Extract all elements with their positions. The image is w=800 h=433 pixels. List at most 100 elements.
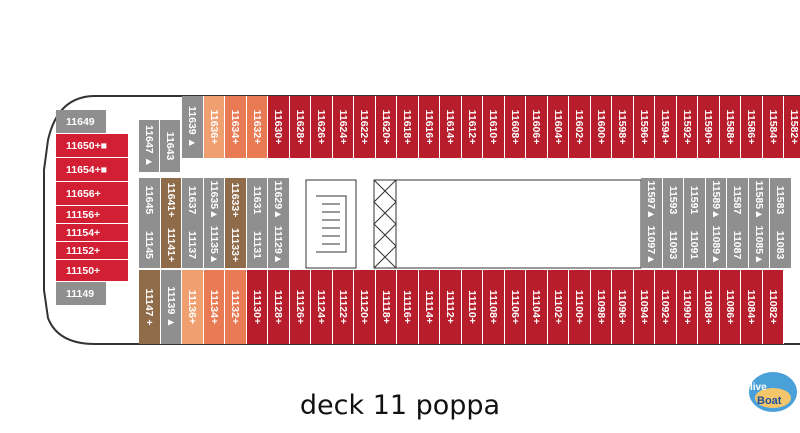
cabin[interactable]: 11647 ▲ <box>139 120 160 172</box>
cabin[interactable]: 11104+ <box>526 270 548 344</box>
cabin[interactable]: 11102+ <box>547 270 569 344</box>
cabin[interactable]: 11614+ <box>440 96 462 158</box>
cabin[interactable]: 11129▲ <box>268 222 290 268</box>
stern-cabin[interactable]: 11649 <box>56 110 106 134</box>
cabin[interactable]: 11582+ <box>784 96 800 158</box>
cabin[interactable]: 11643 <box>160 120 181 172</box>
cabin[interactable]: 11639 ▲ <box>182 96 204 158</box>
cabin[interactable]: 11094+ <box>633 270 655 344</box>
cabin[interactable]: 11092+ <box>655 270 677 344</box>
cabin[interactable]: 11133+ <box>225 222 247 268</box>
stern-cabin[interactable]: 11154+ <box>56 224 128 242</box>
cabin[interactable]: 11592+ <box>676 96 698 158</box>
cabin[interactable]: 11630+ <box>268 96 290 158</box>
cabin[interactable]: 11112+ <box>440 270 462 344</box>
cabin[interactable]: 11584+ <box>762 96 784 158</box>
cabin[interactable]: 11082+ <box>762 270 784 344</box>
cabin[interactable]: 11612+ <box>461 96 483 158</box>
cabin[interactable]: 11130+ <box>246 270 268 344</box>
stern-cabin[interactable]: 11149 <box>56 282 106 306</box>
cabin[interactable]: 11089▲ <box>705 222 727 268</box>
cabin[interactable]: 11591 <box>684 178 706 222</box>
cabin[interactable]: 11590+ <box>698 96 720 158</box>
cabin[interactable]: 11087 <box>727 222 749 268</box>
cabin[interactable]: 11093 <box>662 222 684 268</box>
cabin[interactable]: 11120+ <box>354 270 376 344</box>
cabin[interactable]: 11635▲ <box>203 178 225 222</box>
cabin[interactable]: 11132+ <box>225 270 247 344</box>
cabin[interactable]: 11586+ <box>741 96 763 158</box>
cabin[interactable]: 11126+ <box>289 270 311 344</box>
cabin[interactable]: 11606+ <box>526 96 548 158</box>
cabin[interactable]: 11135▲ <box>203 222 225 268</box>
cabin[interactable]: 11134+ <box>203 270 225 344</box>
cabin[interactable]: 11629▲ <box>268 178 290 222</box>
cabin[interactable]: 11634+ <box>225 96 247 158</box>
cabin[interactable]: 11618+ <box>397 96 419 158</box>
cabin-number: 11131 <box>250 230 263 260</box>
cabin[interactable]: 11589▲ <box>705 178 727 222</box>
stern-cabin[interactable]: 11654+■ <box>56 158 128 182</box>
cabin[interactable]: 11098+ <box>590 270 612 344</box>
cabin[interactable]: 11641+ <box>160 178 182 222</box>
cabin[interactable]: 11631 <box>246 178 268 222</box>
stern-cabin[interactable]: 11152+ <box>56 242 128 260</box>
stern-cabin[interactable]: 11656+ <box>56 182 128 206</box>
cabin[interactable]: 11620+ <box>375 96 397 158</box>
cabin[interactable]: 11110+ <box>461 270 483 344</box>
cabin[interactable]: 11083 <box>770 222 792 268</box>
cabin[interactable]: 11131 <box>246 222 268 268</box>
cabin[interactable]: 11145 <box>139 222 161 268</box>
cabin[interactable]: 11122+ <box>332 270 354 344</box>
cabin[interactable]: 11602+ <box>569 96 591 158</box>
cabin[interactable]: 11118+ <box>375 270 397 344</box>
cabin[interactable]: 11597▲ <box>641 178 663 222</box>
cabin[interactable]: 11622+ <box>354 96 376 158</box>
cabin[interactable]: 11628+ <box>289 96 311 158</box>
cabin[interactable]: 11091 <box>684 222 706 268</box>
cabin[interactable]: 11096+ <box>612 270 634 344</box>
cabin[interactable]: 11596+ <box>633 96 655 158</box>
cabin[interactable]: 11116+ <box>397 270 419 344</box>
cabin[interactable]: 11636+ <box>203 96 225 158</box>
cabin[interactable]: 11633+ <box>225 178 247 222</box>
cabin[interactable]: 11583 <box>770 178 792 222</box>
cabin[interactable]: 11593 <box>662 178 684 222</box>
cabin[interactable]: 11114+ <box>418 270 440 344</box>
stern-cabin[interactable]: 11156+ <box>56 206 128 224</box>
cabin[interactable]: 11587 <box>727 178 749 222</box>
stern-cabin[interactable]: 11150+ <box>56 260 128 282</box>
cabin[interactable]: 11124+ <box>311 270 333 344</box>
cabin[interactable]: 11624+ <box>332 96 354 158</box>
cabin[interactable]: 11090+ <box>676 270 698 344</box>
cabin[interactable]: 11594+ <box>655 96 677 158</box>
cabin[interactable]: 11084+ <box>741 270 763 344</box>
cabin[interactable]: 11616+ <box>418 96 440 158</box>
cabin[interactable]: 11645 <box>139 178 161 222</box>
cabin[interactable]: 11147 + <box>139 270 161 344</box>
cabin[interactable]: 11085▲ <box>748 222 770 268</box>
cabin[interactable]: 11136+ <box>182 270 204 344</box>
cabin[interactable]: 11088+ <box>698 270 720 344</box>
cabin[interactable]: 11106+ <box>504 270 526 344</box>
cabin[interactable]: 11097▲ <box>641 222 663 268</box>
cabin-number: 11093 <box>666 230 679 260</box>
cabin[interactable]: 11585▲ <box>748 178 770 222</box>
cabin[interactable]: 11128+ <box>268 270 290 344</box>
cabin[interactable]: 11608+ <box>504 96 526 158</box>
cabin[interactable]: 11141+ <box>160 222 182 268</box>
cabin[interactable]: 11588+ <box>719 96 741 158</box>
cabin[interactable]: 11604+ <box>547 96 569 158</box>
cabin[interactable]: 11137 <box>182 222 204 268</box>
cabin[interactable]: 11637 <box>182 178 204 222</box>
cabin[interactable]: 11100+ <box>569 270 591 344</box>
stern-cabin[interactable]: 11650+■ <box>56 134 128 158</box>
cabin[interactable]: 11626+ <box>311 96 333 158</box>
cabin[interactable]: 11108+ <box>483 270 505 344</box>
cabin[interactable]: 11086+ <box>719 270 741 344</box>
cabin[interactable]: 11598+ <box>612 96 634 158</box>
cabin[interactable]: 11632+ <box>246 96 268 158</box>
cabin[interactable]: 11610+ <box>483 96 505 158</box>
cabin[interactable]: 11139 ▲ <box>160 270 182 344</box>
cabin[interactable]: 11600+ <box>590 96 612 158</box>
